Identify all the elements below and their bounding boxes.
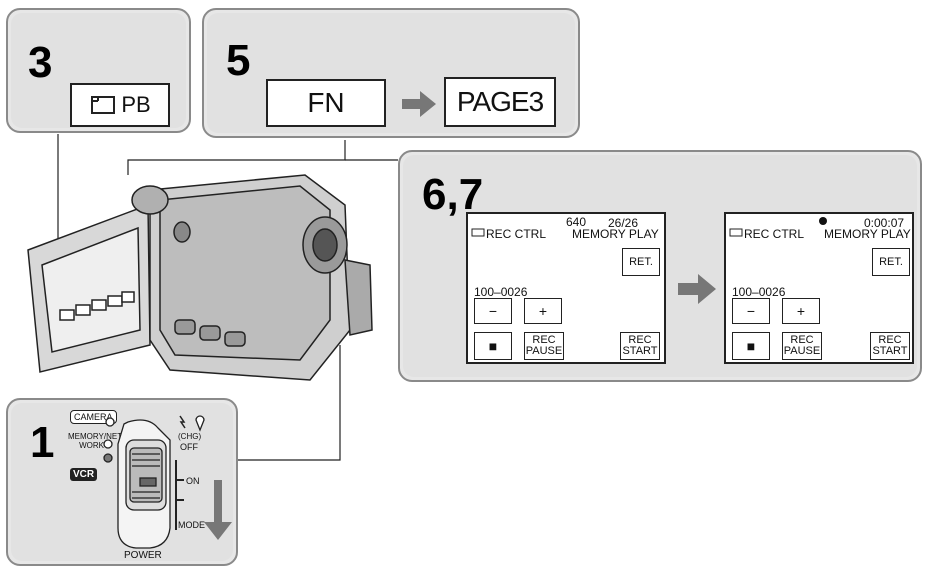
step-1-number: 1 xyxy=(30,418,55,467)
page3-button[interactable]: PAGE3 xyxy=(444,77,556,127)
tape-pb-button[interactable]: PB xyxy=(70,83,170,127)
rec-start-line2: START xyxy=(622,345,658,357)
step-5-panel: 5 FN PAGE3 xyxy=(202,8,580,138)
page3-label: PAGE3 xyxy=(456,86,544,117)
rec-pause-line1: REC xyxy=(790,334,814,346)
rec-start-line2: START xyxy=(872,345,908,357)
lcd-screen-2: 0:00:07 REC CTRL MEMORY PLAY RET. 100–00… xyxy=(724,212,914,364)
rec-pause-line2: PAUSE xyxy=(525,345,563,357)
step-67-number: 6,7 xyxy=(422,170,484,219)
step-3-panel: 3 PB xyxy=(6,8,191,133)
mode-vcr-label: VCR xyxy=(70,468,98,481)
stop-label: ■ xyxy=(488,337,498,354)
arrow-right-icon xyxy=(402,91,436,117)
step-67-panel: 6,7 640 26/26 REC CTRL MEMORY PLAY RET. … xyxy=(398,150,922,382)
step-3-number: 3 xyxy=(28,38,53,87)
rec-pause-button[interactable]: REC PAUSE xyxy=(524,332,564,360)
tape-icon xyxy=(91,96,116,114)
ret-label: RET. xyxy=(879,255,903,268)
rec-start-line1: REC xyxy=(628,334,652,346)
rec-start-line1: REC xyxy=(878,334,902,346)
mode-memory-label: MEMORY/NET-WORK xyxy=(68,432,125,450)
counter: 26/26 xyxy=(608,216,639,230)
lcd-panel-shape xyxy=(27,203,151,373)
position-mode-label: MODE xyxy=(178,520,205,530)
minus-label: − xyxy=(488,302,498,319)
plus-button[interactable]: + xyxy=(524,298,562,324)
rec-pause-line2: PAUSE xyxy=(783,345,821,357)
fn-button[interactable]: FN xyxy=(266,79,386,127)
tape-icon xyxy=(471,228,485,237)
rec-pause-button[interactable]: REC PAUSE xyxy=(782,332,822,360)
position-chg-label: (CHG) xyxy=(178,432,202,441)
position-on-label: ON xyxy=(186,476,200,486)
memory-play-title: MEMORY PLAY xyxy=(824,227,911,241)
step-5-number: 5 xyxy=(226,36,251,85)
image-size-badge: 640 xyxy=(566,215,587,229)
rec-start-button[interactable]: REC START xyxy=(870,332,910,360)
camera-body-shape xyxy=(131,174,373,381)
counter: 0:00:07 xyxy=(864,216,905,230)
position-off-label: OFF xyxy=(180,442,198,452)
power-label: POWER xyxy=(124,550,162,561)
rec-pause-line1: REC xyxy=(532,334,556,346)
rec-ctrl-title: REC CTRL xyxy=(744,227,805,241)
fn-label: FN xyxy=(307,87,345,118)
file-number: 100–0026 xyxy=(732,285,786,299)
minus-label: − xyxy=(746,302,756,319)
minus-button[interactable]: − xyxy=(732,298,770,324)
arrow-right-icon xyxy=(678,274,716,304)
power-arrow-down-icon xyxy=(204,480,232,540)
step-1-panel: 1 CAMERA MEMORY/NET-WORK VCR (CHG) xyxy=(6,398,238,566)
rec-ctrl-title: REC CTRL xyxy=(486,227,547,241)
stop-label: ■ xyxy=(746,337,756,354)
stop-button[interactable]: ■ xyxy=(732,332,770,360)
minus-button[interactable]: − xyxy=(474,298,512,324)
stop-button[interactable]: ■ xyxy=(474,332,512,360)
plus-button[interactable]: + xyxy=(782,298,820,324)
file-number: 100–0026 xyxy=(474,285,528,299)
rec-start-button[interactable]: REC START xyxy=(620,332,660,360)
plus-label: + xyxy=(538,302,548,319)
lcd-screen-1: 640 26/26 REC CTRL MEMORY PLAY RET. 100–… xyxy=(466,212,666,364)
mode-camera-label: CAMERA xyxy=(70,410,117,424)
plus-label: + xyxy=(796,302,806,319)
tape-icon xyxy=(729,228,743,237)
ret-button[interactable]: RET. xyxy=(622,248,660,276)
memory-play-title: MEMORY PLAY xyxy=(572,227,659,241)
pb-label: PB xyxy=(121,92,151,117)
ret-button[interactable]: RET. xyxy=(872,248,910,276)
ret-label: RET. xyxy=(629,255,653,268)
recording-dot-icon xyxy=(819,217,827,225)
power-switch-icon[interactable] xyxy=(8,400,234,560)
